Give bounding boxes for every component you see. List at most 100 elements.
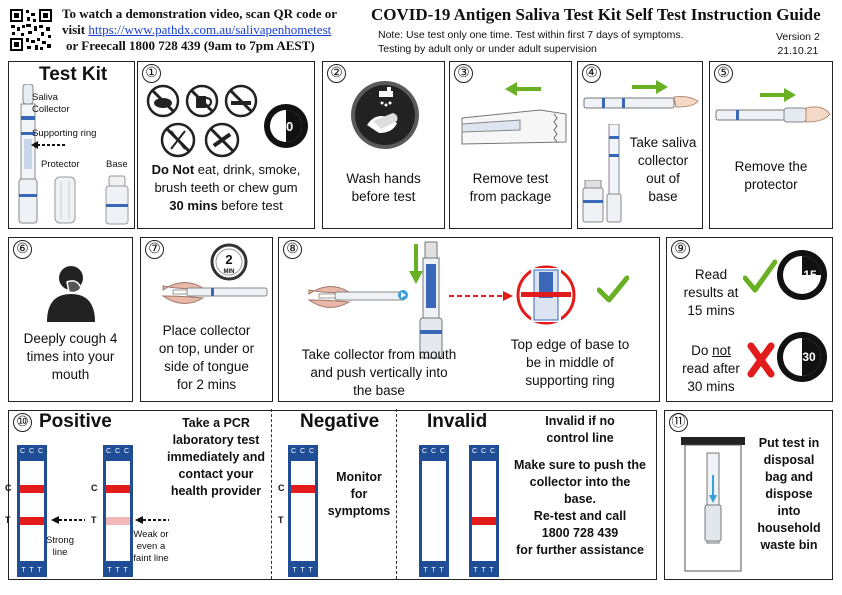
step-7-line-2: on top, under or bbox=[158, 341, 255, 356]
note-line-1: Note: Use test only one time. Test withi… bbox=[378, 29, 684, 41]
step-1-number: ① bbox=[142, 64, 161, 83]
weak-label-2: even a bbox=[136, 541, 166, 552]
saliva-collector-icon bbox=[18, 84, 38, 224]
pcr-line-4: contact your bbox=[178, 467, 254, 481]
remove-protector-icon bbox=[715, 106, 831, 123]
page-title: COVID-19 Antigen Saliva Test Kit Self Te… bbox=[371, 5, 821, 24]
step-9-panel: ⑨ Read results at 15 mins 15 Do not read… bbox=[666, 237, 833, 402]
monitor-line-1: Monitor bbox=[336, 470, 382, 484]
strip-ccc-label: C C C bbox=[19, 448, 45, 455]
test-line-strong bbox=[20, 517, 44, 525]
weak-label-1: Weak or bbox=[133, 529, 169, 540]
dispose-line-5: into bbox=[777, 504, 801, 518]
timer-15-text: 15 bbox=[803, 268, 817, 282]
step-9-30-mins: 30 mins bbox=[687, 379, 735, 394]
red-x-icon bbox=[747, 342, 775, 378]
step-8-text-a2: and push vertically into bbox=[310, 365, 448, 380]
strip-ttt-label: T T T bbox=[423, 567, 445, 574]
protector-label: Protector bbox=[41, 159, 80, 170]
step-1-text-a: eat, drink, smoke, bbox=[194, 162, 301, 177]
step-9-read-1: Read bbox=[694, 267, 728, 282]
green-check-icon bbox=[597, 275, 629, 303]
step-6-line-1: Deeply cough 4 bbox=[23, 331, 118, 346]
blue-arrow-icon bbox=[398, 290, 408, 300]
step-4-line-4: base bbox=[648, 189, 678, 204]
step-1-text-b: brush teeth or chew gum bbox=[154, 180, 298, 195]
test-kit-title: Test Kit bbox=[39, 64, 108, 85]
test-line-faint bbox=[106, 517, 130, 525]
step-6-line-3: mouth bbox=[51, 367, 90, 382]
version-label: Version 2 bbox=[776, 31, 820, 43]
step-10-number: ⑩ bbox=[13, 413, 32, 432]
c-label: C bbox=[278, 483, 285, 493]
demo-video-link[interactable]: https://www.pathdx.com.au/salivapenhomet… bbox=[88, 22, 332, 37]
strip-ccc-label: C C C bbox=[105, 448, 131, 455]
step-3-line-1: Remove test bbox=[472, 171, 549, 186]
pcr-line-3: immediately and bbox=[167, 450, 265, 464]
step-6-panel: ⑥ Deeply cough 4 times into your mouth bbox=[8, 237, 133, 402]
control-line bbox=[291, 485, 315, 493]
control-line bbox=[20, 485, 44, 493]
push-line-2: collector into the bbox=[529, 475, 631, 489]
push-line-1: Make sure to push the bbox=[514, 458, 646, 472]
push-line-3: base. bbox=[564, 492, 596, 506]
step-8-text-a3: the base bbox=[353, 383, 405, 398]
t-label: T bbox=[5, 515, 11, 525]
timer-2-text: 2 bbox=[225, 252, 232, 267]
dispose-line-6: household bbox=[757, 521, 821, 535]
weak-pointer-arrow-icon bbox=[135, 516, 169, 524]
base-vertical-icon bbox=[606, 124, 622, 223]
test-line bbox=[472, 517, 496, 525]
dispose-line-2: disposal bbox=[763, 453, 815, 467]
strip-ccc-label: C C C bbox=[290, 448, 316, 455]
step-5-line-1: Remove the bbox=[734, 159, 808, 174]
step-9-read-3: 15 mins bbox=[687, 303, 735, 318]
do-not-label: Do Not bbox=[151, 162, 195, 177]
test-strip-negative: C C C T T T bbox=[288, 445, 318, 577]
step-6-line-2: times into your bbox=[26, 349, 115, 364]
base-label: Base bbox=[106, 159, 128, 170]
t-label: T bbox=[91, 515, 97, 525]
retest-line-2: 1800 728 439 bbox=[541, 526, 619, 540]
note-line-2: Testing by adult only or under adult sup… bbox=[378, 43, 597, 55]
test-strip-positive-weak: C C C T T T bbox=[103, 445, 133, 577]
retest-line-1: Re-test and call bbox=[533, 509, 627, 523]
no-drink-icon bbox=[185, 84, 219, 118]
dispose-line-4: dispose bbox=[765, 487, 813, 501]
invalid-line-1: Invalid if no bbox=[545, 414, 615, 428]
step-5-number: ⑤ bbox=[714, 64, 733, 83]
no-toothbrush-icon bbox=[204, 122, 240, 158]
supporting-ring-label: Supporting ring bbox=[32, 128, 97, 139]
retest-line-3: for further assistance bbox=[516, 543, 644, 557]
t-label: T bbox=[278, 515, 284, 525]
step-9-read-2: results at bbox=[683, 285, 739, 300]
step-9-do: Do bbox=[691, 343, 713, 358]
test-strip-invalid-test-only: C C C T T T bbox=[469, 445, 499, 577]
down-arrow-icon bbox=[409, 244, 423, 284]
timer-15-icon: 15 bbox=[777, 250, 827, 300]
dispose-line-1: Put test in bbox=[758, 436, 820, 450]
dispose-line-7: waste bin bbox=[760, 538, 818, 552]
protector-icon bbox=[54, 176, 76, 224]
kit-base-small-icon bbox=[582, 180, 604, 223]
step-8-text-a1: Take collector from mouth bbox=[301, 347, 457, 362]
base-icon bbox=[105, 175, 129, 225]
dispose-line-3: bag and bbox=[765, 470, 813, 484]
step-2-number: ② bbox=[327, 64, 346, 83]
timer-30-text: 30 bbox=[279, 119, 293, 134]
dashed-arrow-icon bbox=[449, 291, 513, 301]
step-7-line-1: Place collector bbox=[162, 323, 251, 338]
strong-label-2: line bbox=[52, 547, 68, 558]
header-freecall: or Freecall 1800 728 439 (9am to 7pm AES… bbox=[66, 38, 315, 53]
ring-pointer-arrow-icon bbox=[31, 141, 67, 149]
timer-30-icon: 30 bbox=[264, 104, 308, 148]
monitor-line-2: for bbox=[350, 487, 368, 501]
c-label: C bbox=[5, 483, 12, 493]
strong-pointer-arrow-icon bbox=[51, 516, 85, 524]
step-1-panel: ① 30 Do Not eat, drink, smoke, brush tee… bbox=[137, 61, 315, 229]
green-check-icon bbox=[743, 259, 777, 293]
qr-code-icon[interactable] bbox=[8, 7, 54, 53]
step-3-number: ③ bbox=[454, 64, 473, 83]
step-5-panel: ⑤ Remove the protector bbox=[709, 61, 833, 229]
